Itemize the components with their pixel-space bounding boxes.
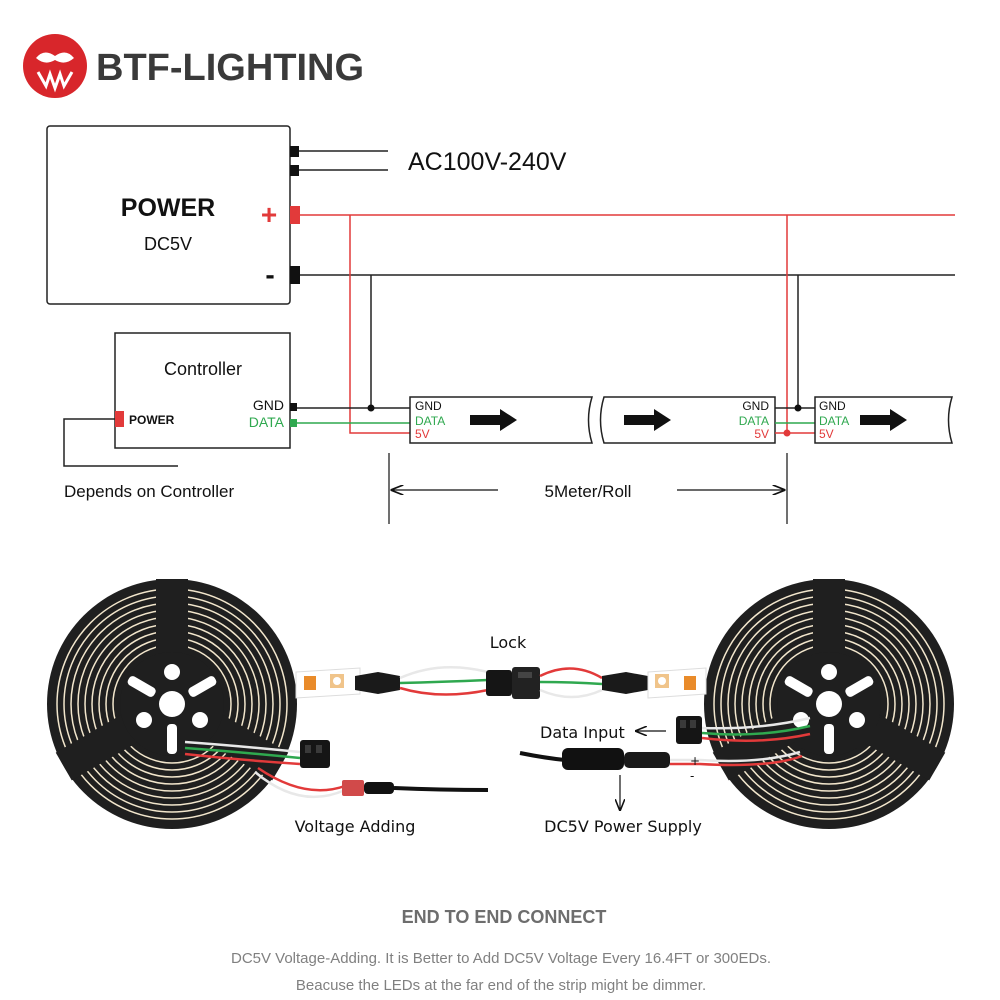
lock-connector <box>486 667 540 699</box>
plus-terminal <box>290 206 300 224</box>
controller-box <box>114 332 291 449</box>
ac-terminal-2 <box>290 165 299 176</box>
right-strip-end <box>602 667 707 699</box>
power-title: POWER <box>121 194 215 222</box>
ac-terminal-1 <box>290 146 299 157</box>
power-minus-marker: - <box>690 769 694 783</box>
footer-line-1: DC5V Voltage-Adding. It is Better to Add… <box>231 950 771 967</box>
controller-title: Controller <box>164 359 242 379</box>
left-reel-illustration <box>46 578 298 830</box>
footer-heading: END TO END CONNECT <box>402 907 607 927</box>
strip3-data-label: DATA <box>819 414 849 428</box>
lock-label: Lock <box>490 633 527 652</box>
dc5v-power-supply-label: DC5V Power Supply <box>544 817 702 836</box>
controller-data-label: DATA <box>249 414 285 430</box>
strip3-gnd-label: GND <box>819 399 846 413</box>
power-voltage: DC5V <box>144 234 192 254</box>
strip2-5v-label: 5V <box>754 427 769 441</box>
strip2-data-label: DATA <box>739 414 769 428</box>
strip1-direction-arrow-icon <box>470 409 517 431</box>
right-reel-illustration <box>703 578 955 830</box>
strip3-direction-arrow-icon <box>860 409 907 431</box>
controller-note: Depends on Controller <box>64 482 234 501</box>
dc5v-power-plug <box>562 748 670 770</box>
strip-segment-2 <box>599 396 776 444</box>
strip1-5v-label: 5V <box>415 427 430 441</box>
brand-logo <box>23 34 87 98</box>
voltage-adding-connector <box>300 740 330 768</box>
strip2-direction-arrow-icon <box>624 409 671 431</box>
voltage-adding-plug <box>342 780 394 796</box>
controller-gnd-label: GND <box>253 397 284 413</box>
power-plus-marker: + <box>690 754 700 768</box>
data-input-label: Data Input <box>540 723 625 742</box>
voltage-adding-label: Voltage Adding <box>295 817 416 836</box>
minus-terminal <box>290 266 300 284</box>
power-minus-sign: - <box>265 259 274 290</box>
controller-power-label: POWER <box>129 413 175 427</box>
strip1-data-label: DATA <box>415 414 445 428</box>
brand-name: BTF-LIGHTING <box>96 47 364 89</box>
power-plus-sign: + <box>261 199 277 230</box>
controller-power-port <box>115 411 124 427</box>
strip1-gnd-label: GND <box>415 399 442 413</box>
strip-length-label: 5Meter/Roll <box>545 482 632 501</box>
strip3-5v-label: 5V <box>819 427 834 441</box>
logo-icon <box>23 34 87 98</box>
data-input-connector <box>676 716 702 744</box>
left-strip-end <box>295 667 400 699</box>
strip2-gnd-label: GND <box>742 399 769 413</box>
footer-line-2: Beacuse the LEDs at the far end of the s… <box>296 977 706 994</box>
ac-input-label: AC100V-240V <box>408 148 567 176</box>
